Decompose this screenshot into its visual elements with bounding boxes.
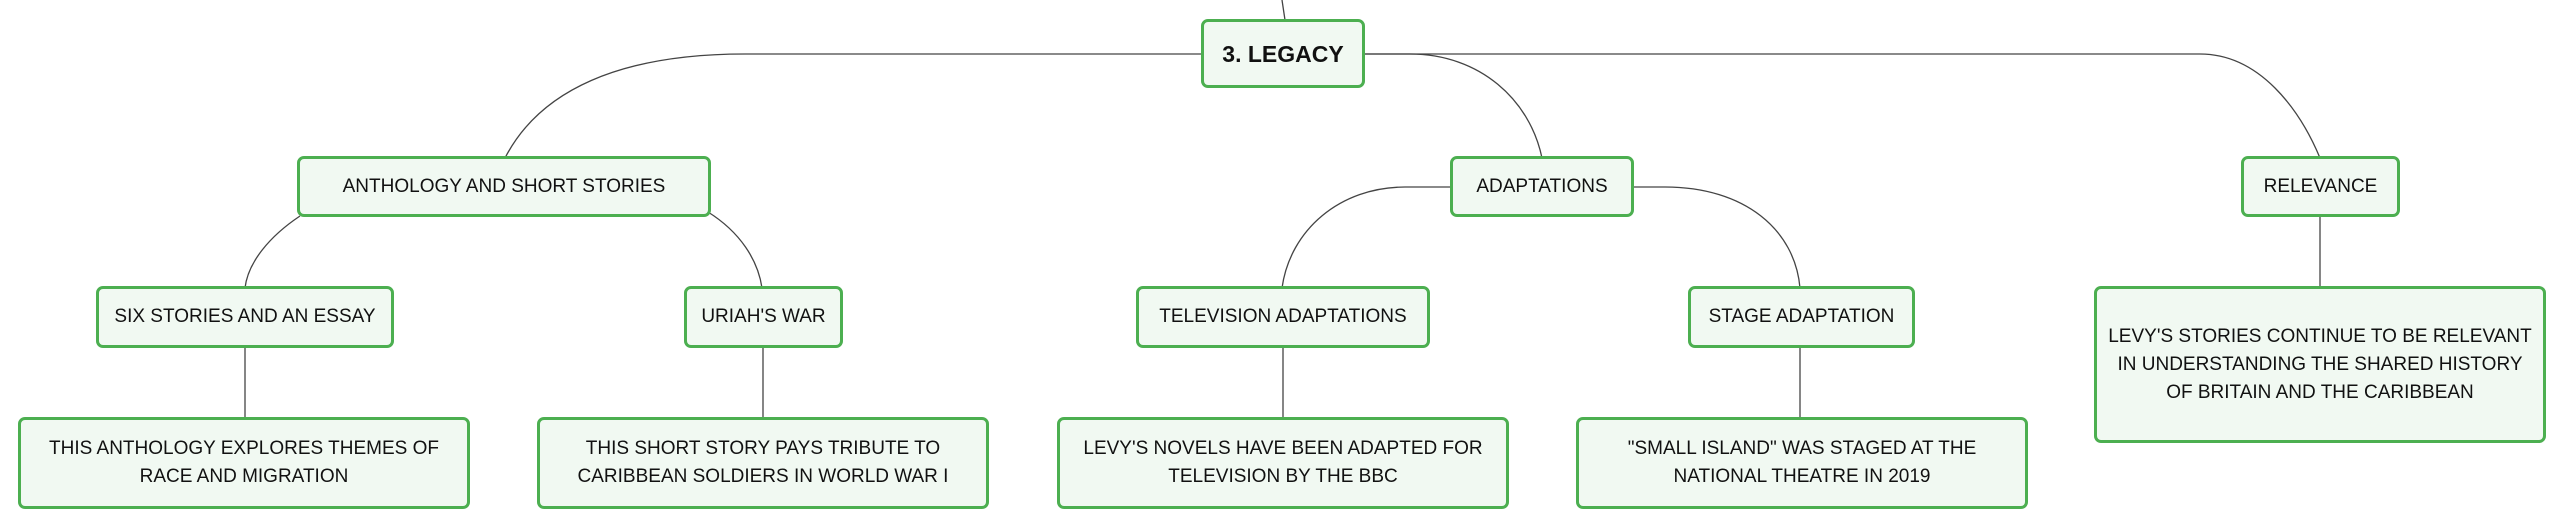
connector-adaptations-stage [1632,186,1801,289]
topic-node-label: STAGE ADAPTATION [1708,306,1895,327]
detail-node-six-stories[interactable]: THIS ANTHOLOGY EXPLORES THEMES OF RACE A… [18,417,470,509]
detail-node-text: "SMALL ISLAND" WAS STAGED AT THE NATIONA… [1627,438,1977,487]
branch-node-relevance[interactable]: RELEVANCE [2241,156,2400,217]
topic-node-uriahs-war[interactable]: URIAH'S WAR [684,286,843,348]
connector-root-adaptations [1363,53,1543,159]
topic-node-label: TELEVISION ADAPTATIONS [1159,306,1407,327]
detail-node-text: LEVY'S NOVELS HAVE BEEN ADAPTED FOR TELE… [1083,438,1483,487]
branch-node-adaptations[interactable]: ADAPTATIONS [1450,156,1634,217]
detail-node-text: THIS SHORT STORY PAYS TRIBUTE TO CARIBBE… [577,438,949,487]
detail-node-television[interactable]: LEVY'S NOVELS HAVE BEEN ADAPTED FOR TELE… [1057,417,1509,509]
branch-node-label: ADAPTATIONS [1476,175,1608,197]
connector-root-parent [1281,0,1286,21]
connector-anthology-six [244,215,301,289]
connector-root-anthology [504,53,1203,159]
branch-node-label: RELEVANCE [2263,175,2378,197]
root-node-legacy[interactable]: 3. LEGACY [1201,19,1365,88]
topic-node-stage-adaptation[interactable]: STAGE ADAPTATION [1688,286,1915,348]
detail-node-uriahs-war[interactable]: THIS SHORT STORY PAYS TRIBUTE TO CARIBBE… [537,417,989,509]
root-node-label: 3. LEGACY [1222,40,1344,67]
connector-adaptations-tv [1281,186,1452,289]
detail-node-relevance[interactable]: LEVY'S STORIES CONTINUE TO BE RELEVANT I… [2094,286,2546,443]
branch-node-label: ANTHOLOGY AND SHORT STORIES [342,175,666,197]
topic-node-label: URIAH'S WAR [701,306,826,327]
detail-node-text: LEVY'S STORIES CONTINUE TO BE RELEVANT I… [2108,325,2532,403]
topic-node-television-adaptations[interactable]: TELEVISION ADAPTATIONS [1136,286,1430,348]
connector-anthology-uriah [707,211,763,289]
connector-root-relevance-curve [2199,53,2321,159]
detail-node-text: THIS ANTHOLOGY EXPLORES THEMES OF RACE A… [49,438,439,487]
branch-node-anthology[interactable]: ANTHOLOGY AND SHORT STORIES [297,156,711,217]
topic-node-six-stories[interactable]: SIX STORIES AND AN ESSAY [96,286,394,348]
detail-node-stage[interactable]: "SMALL ISLAND" WAS STAGED AT THE NATIONA… [1576,417,2028,509]
topic-node-label: SIX STORIES AND AN ESSAY [114,306,376,327]
